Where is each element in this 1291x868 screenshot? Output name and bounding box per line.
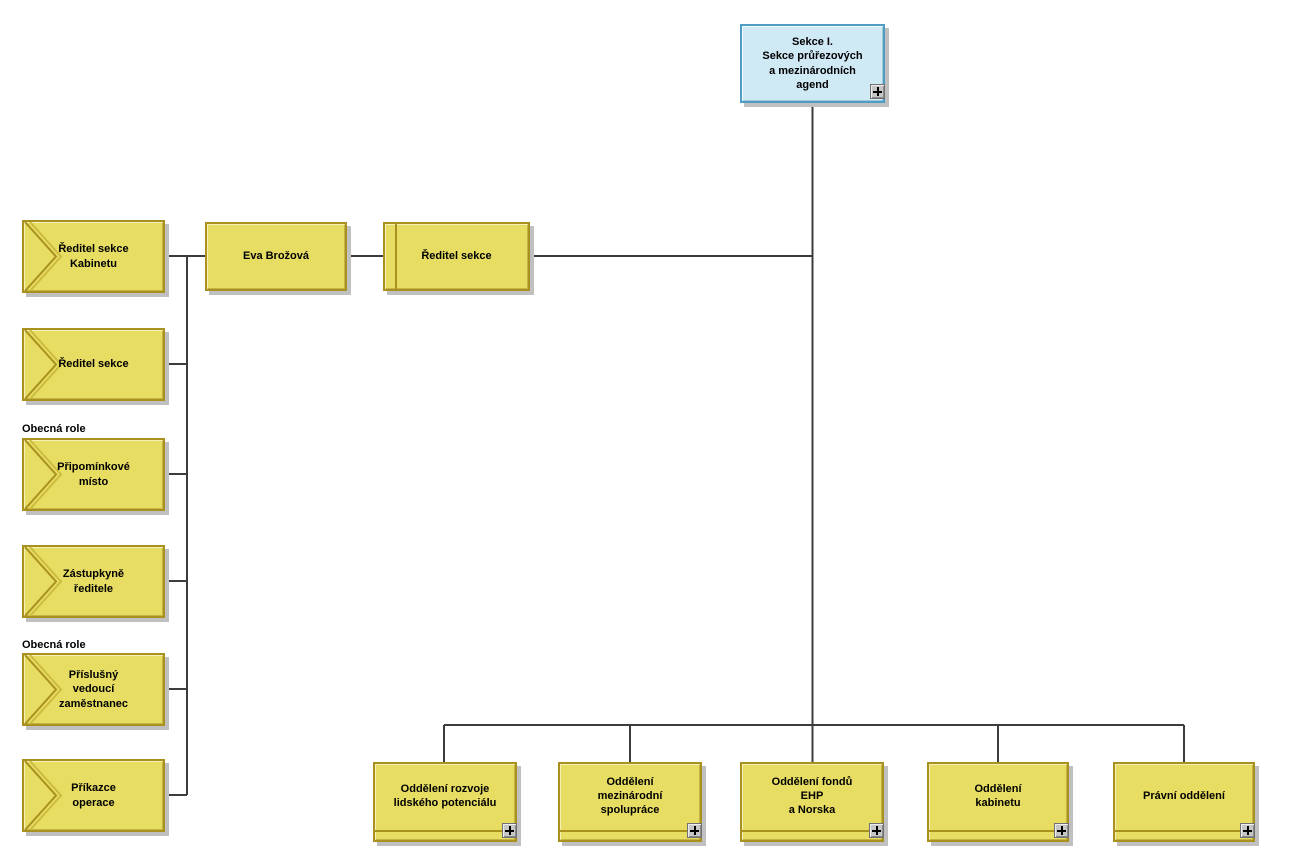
node-label: Ředitel sekce Kabinetu [58,243,129,270]
node-label: Ředitel sekce [58,358,129,371]
position-node-reditel-sekce[interactable]: Ředitel sekce [383,222,530,291]
expand-plus-icon[interactable] [870,84,885,99]
role-node-zastupkyne-reditele[interactable]: Zástupkyně ředitele [22,545,165,618]
expand-plus-icon[interactable] [869,823,884,838]
unit-node-oddeleni-fondu-ehp-a-norska[interactable]: Oddělení fondů EHP a Norska [740,762,884,842]
expand-plus-icon[interactable] [502,823,517,838]
unit-footer-line [560,830,700,832]
node-label: Příkazce operace [71,782,116,809]
node-label: Právní oddělení [1143,789,1225,802]
role-node-reditel-sekce[interactable]: Ředitel sekce [22,328,165,401]
node-label: Oddělení mezinárodní spolupráce [597,775,663,817]
node-label: Sekce I. Sekce průřezových a mezinárodní… [762,35,863,91]
role-chevron-icon [24,547,63,616]
node-label: Oddělení fondů EHP a Norska [771,775,853,817]
role-chevron-icon [24,761,63,830]
role-node-prikazce-operace[interactable]: Příkazce operace [22,759,165,832]
role-chevron-icon [24,655,63,724]
node-label: Příslušný vedoucí zaměstnanec [58,669,129,710]
position-marker [395,224,397,289]
role-node-prislusny-vedouci-zamestnanec[interactable]: Příslušný vedoucí zaměstnanec [22,653,165,726]
unit-node-pravni-oddeleni[interactable]: Právní oddělení [1113,762,1255,842]
node-label: Zástupkyně ředitele [62,568,125,595]
expand-plus-icon[interactable] [1054,823,1069,838]
role-node-reditel-sekce-kabinetu[interactable]: Ředitel sekce Kabinetu [22,220,165,293]
node-label: Připomínkové místo [57,461,130,488]
expand-plus-icon[interactable] [1240,823,1255,838]
expand-plus-icon[interactable] [687,823,702,838]
node-label: Oddělení kabinetu [974,782,1022,809]
node-label: Oddělení rozvoje lidského potenciálu [393,782,497,809]
unit-node-oddeleni-mezinarodni-spoluprace[interactable]: Oddělení mezinárodní spolupráce [558,762,702,842]
unit-node-sekce-i[interactable]: Sekce I. Sekce průřezových a mezinárodní… [740,24,885,103]
unit-footer-line [742,830,882,832]
role-type-caption: Obecná role [22,423,86,435]
role-chevron-icon [24,222,63,291]
unit-node-oddeleni-kabinetu[interactable]: Oddělení kabinetu [927,762,1069,842]
unit-node-oddeleni-rozvoje-lidskeho-potencialu[interactable]: Oddělení rozvoje lidského potenciálu [373,762,517,842]
node-label: Ředitel sekce [421,250,492,263]
unit-footer-line [1115,830,1253,832]
unit-footer-line [375,830,515,832]
role-chevron-icon [24,440,63,509]
person-node-eva-brozova[interactable]: Eva Brožová [205,222,347,291]
role-chevron-icon [24,330,63,399]
node-label: Eva Brožová [242,250,310,263]
unit-footer-line [929,830,1067,832]
role-type-caption: Obecná role [22,639,86,651]
role-node-pripominkove-misto[interactable]: Připomínkové místo [22,438,165,511]
